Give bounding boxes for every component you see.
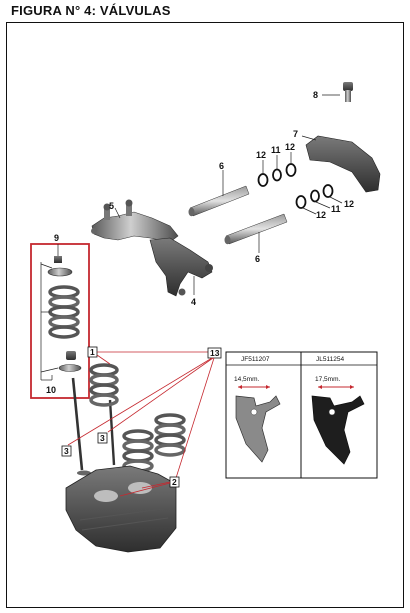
- part-7-cover: [301, 135, 381, 193]
- part-valve-spring-head-left: [122, 429, 154, 473]
- callout-12d: 12: [344, 199, 354, 209]
- callout-9: 9: [54, 233, 59, 243]
- callout-6a: 6: [219, 161, 224, 171]
- callout-3a: 3: [64, 446, 69, 456]
- part-spring-seat: [40, 351, 82, 373]
- part-3-valve-right: [108, 399, 116, 466]
- callout-11a: 11: [271, 145, 281, 155]
- dim-right: 17,5mm.: [315, 376, 340, 383]
- part-seal-rings-upper: [257, 152, 297, 187]
- part-retainer: [40, 263, 73, 277]
- diagram-frame: [6, 22, 404, 608]
- part-4-rocker-arm: [149, 237, 213, 297]
- callout-10: 10: [46, 385, 56, 395]
- callout-13: 13: [210, 348, 220, 358]
- part-6-shaft-upper: [188, 170, 250, 217]
- callout-5: 5: [109, 201, 114, 211]
- dim-left: 14,5mm.: [234, 376, 259, 383]
- callout-12c: 12: [316, 210, 326, 220]
- callout-box-3b: 3: [97, 432, 108, 444]
- code-right: JL511254: [316, 356, 344, 363]
- part-3-valve-left: [71, 377, 91, 476]
- part-valve-spring-upper: [41, 285, 80, 339]
- code-left: JF511207: [241, 356, 270, 363]
- callout-6b: 6: [255, 254, 260, 264]
- highlight-box: [30, 243, 90, 399]
- part-cylinder-head: [65, 465, 177, 553]
- part-valve-spring-mid: [89, 363, 119, 407]
- callout-8: 8: [313, 90, 318, 100]
- figure-title: FIGURA N° 4: VÁLVULAS: [11, 3, 171, 18]
- callout-12b: 12: [285, 142, 295, 152]
- detail-comparison-box: JF511207 JL511254 14,5mm. 17,5mm.: [225, 351, 378, 479]
- callout-2: 2: [172, 477, 177, 487]
- callout-box-3a: 3: [61, 445, 72, 457]
- callout-4: 4: [191, 297, 196, 307]
- part-seal-rings-lower: [295, 184, 343, 215]
- callout-1: 1: [90, 347, 95, 357]
- callout-12a: 12: [256, 150, 266, 160]
- part-valve-spring-head-right: [154, 413, 186, 457]
- part-6-shaft-lower: [224, 213, 288, 253]
- callout-box-2: 2: [119, 476, 180, 497]
- callout-box-1: 1: [87, 346, 212, 365]
- callout-7: 7: [293, 129, 298, 139]
- callout-box-13: 13: [67, 347, 222, 479]
- callout-3b: 3: [100, 433, 105, 443]
- callout-11b: 11: [331, 204, 341, 214]
- part-5-rocker-arm: [91, 199, 179, 243]
- part-9-keeper: [54, 256, 62, 263]
- part-8-bolt: [322, 82, 353, 102]
